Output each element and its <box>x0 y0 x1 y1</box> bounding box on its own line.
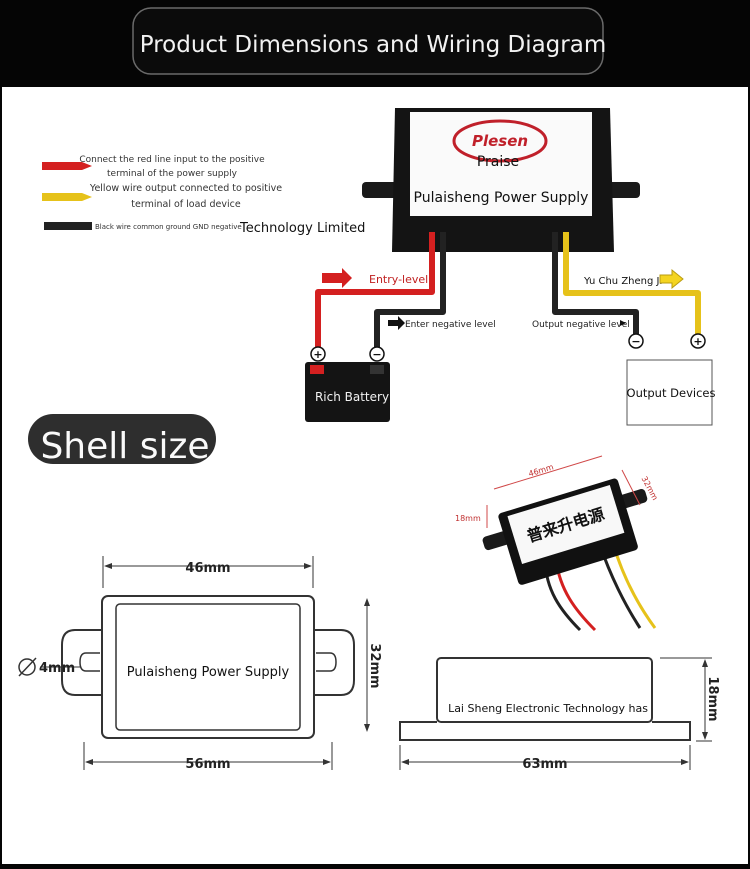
battery-minus-sign: − <box>372 348 381 361</box>
photo-module: 普来升电源 <box>482 478 648 585</box>
battery-body <box>305 362 390 422</box>
battery-positive-terminal <box>310 365 324 374</box>
wire-legend: Connect the red line input to the positi… <box>42 155 365 236</box>
housing-inner-outline <box>115 603 301 731</box>
side-height-label: 18mm <box>705 676 720 721</box>
side-view-drawing <box>399 657 712 770</box>
yellow-legend-line2: terminal of load device <box>131 199 241 210</box>
top-width-label: 46mm <box>185 561 230 576</box>
entry-arrow-icon <box>322 268 352 288</box>
dim-18-arrow-top <box>702 659 708 667</box>
brand-logo-text: Plesen <box>472 132 528 150</box>
red-legend-line2: terminal of the power supply <box>107 169 238 179</box>
output-negative-arrow-icon <box>620 320 626 326</box>
output-device-label: Output Devices <box>627 386 716 400</box>
side-flange-outline <box>399 721 691 741</box>
module-product-label: Pulaisheng Power Supply <box>414 190 589 206</box>
brand-name: Praise <box>477 154 519 170</box>
black-input-wire <box>374 232 446 350</box>
wiring-lines <box>315 232 701 350</box>
yellow-output-wire <box>563 232 701 337</box>
battery-minus-icon <box>369 346 385 362</box>
header-bar: Product Dimensions and Wiring Diagram <box>132 7 606 75</box>
dim-18-arrow-bottom <box>702 732 708 740</box>
left-ear <box>61 629 103 696</box>
dim-46-arrow-right <box>304 563 312 569</box>
output-label: Yu Chu Zheng Ji <box>583 276 662 287</box>
page-title: Product Dimensions and Wiring Diagram <box>140 32 606 58</box>
red-legend-line1: Connect the red line input to the positi… <box>79 155 265 165</box>
dim-32-arrow-bottom <box>364 724 370 732</box>
side-body-outline <box>436 657 653 723</box>
module-left-tab <box>362 182 402 198</box>
battery: Rich Battery + − <box>305 346 390 422</box>
output-plus-icon <box>690 333 706 349</box>
top-view-product-label: Pulaisheng Power Supply <box>127 665 290 680</box>
header-pill <box>132 7 604 75</box>
battery-plus-icon <box>310 346 326 362</box>
battery-label: Rich Battery <box>315 390 389 404</box>
output-minus-sign: − <box>631 335 640 348</box>
battery-negative-terminal <box>370 365 384 374</box>
output-device-box <box>626 359 713 426</box>
module-label-sticker <box>410 112 592 216</box>
side-view-label: Lai Sheng Electronic Technology has <box>448 702 648 715</box>
yellow-wire-swatch <box>42 193 92 201</box>
shell-size-pill <box>28 414 216 464</box>
company-label: Technology Limited <box>239 221 365 236</box>
dim-63-arrow-right <box>681 759 689 765</box>
output-negative-label: Output negative level <box>532 320 630 330</box>
shell-size-title: Shell size <box>40 426 209 467</box>
top-view-drawing <box>18 556 370 770</box>
output-arrow-icon <box>659 268 684 290</box>
left-mount-hole <box>79 652 100 672</box>
yellow-legend-line1: Yellow wire output connected to positive <box>89 183 282 194</box>
dim-32-arrow-top <box>364 598 370 606</box>
dim-46-arrow-left <box>104 563 112 569</box>
diameter-icon <box>18 658 36 676</box>
photo-width-line <box>493 455 603 490</box>
battery-plus-sign: + <box>313 348 322 361</box>
diameter-icon-slash <box>18 657 37 677</box>
content-panel <box>2 87 748 864</box>
output-plus-sign: + <box>693 335 702 348</box>
power-module: Plesen Praise Pulaisheng Power Supply <box>362 108 640 252</box>
entry-label: Entry-level <box>369 273 428 286</box>
hole-diameter-label: 4mm <box>39 661 75 676</box>
brand-logo <box>452 119 548 163</box>
side-width-label: 63mm <box>522 757 567 772</box>
product-photo: 普来升电源 46mm 32mm 18mm <box>455 455 660 632</box>
dim-56-arrow-right <box>323 759 331 765</box>
height-label: 32mm <box>367 643 382 688</box>
bottom-width-label: 56mm <box>185 757 230 772</box>
shell-size-badge: Shell size <box>28 414 216 467</box>
output-minus-icon <box>628 333 644 349</box>
right-mount-hole <box>316 652 337 672</box>
dim-63-arrow-left <box>401 759 409 765</box>
red-wire-swatch <box>42 162 92 170</box>
housing-outline <box>101 595 315 739</box>
black-output-wire <box>552 232 639 337</box>
dim-56-arrow-left <box>85 759 93 765</box>
enter-negative-arrow-icon <box>388 316 405 330</box>
photo-depth-line <box>621 469 641 506</box>
black-wire-swatch <box>44 222 92 230</box>
entry-negative-label: Enter negative level <box>405 320 496 330</box>
photo-width-label: 46mm <box>527 462 554 478</box>
photo-module-label <box>507 484 625 565</box>
right-ear <box>313 629 355 696</box>
output-device: Output Devices − + <box>626 333 716 426</box>
black-legend-text: Black wire common ground GND negative <box>95 223 242 231</box>
photo-height-label: 18mm <box>455 514 481 523</box>
red-input-wire <box>315 232 435 350</box>
